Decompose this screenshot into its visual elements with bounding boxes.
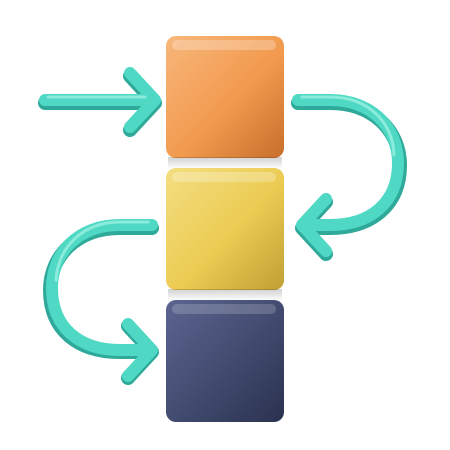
block-top [166,36,284,158]
block-middle-shadow [168,289,282,301]
block-bottom [166,300,284,422]
input-arrow-icon [38,67,162,137]
block-top-shadow [168,157,282,169]
loop-arrow-left-icon [43,219,159,385]
block-middle [166,168,284,290]
loop-arrow-right-icon [291,94,407,261]
